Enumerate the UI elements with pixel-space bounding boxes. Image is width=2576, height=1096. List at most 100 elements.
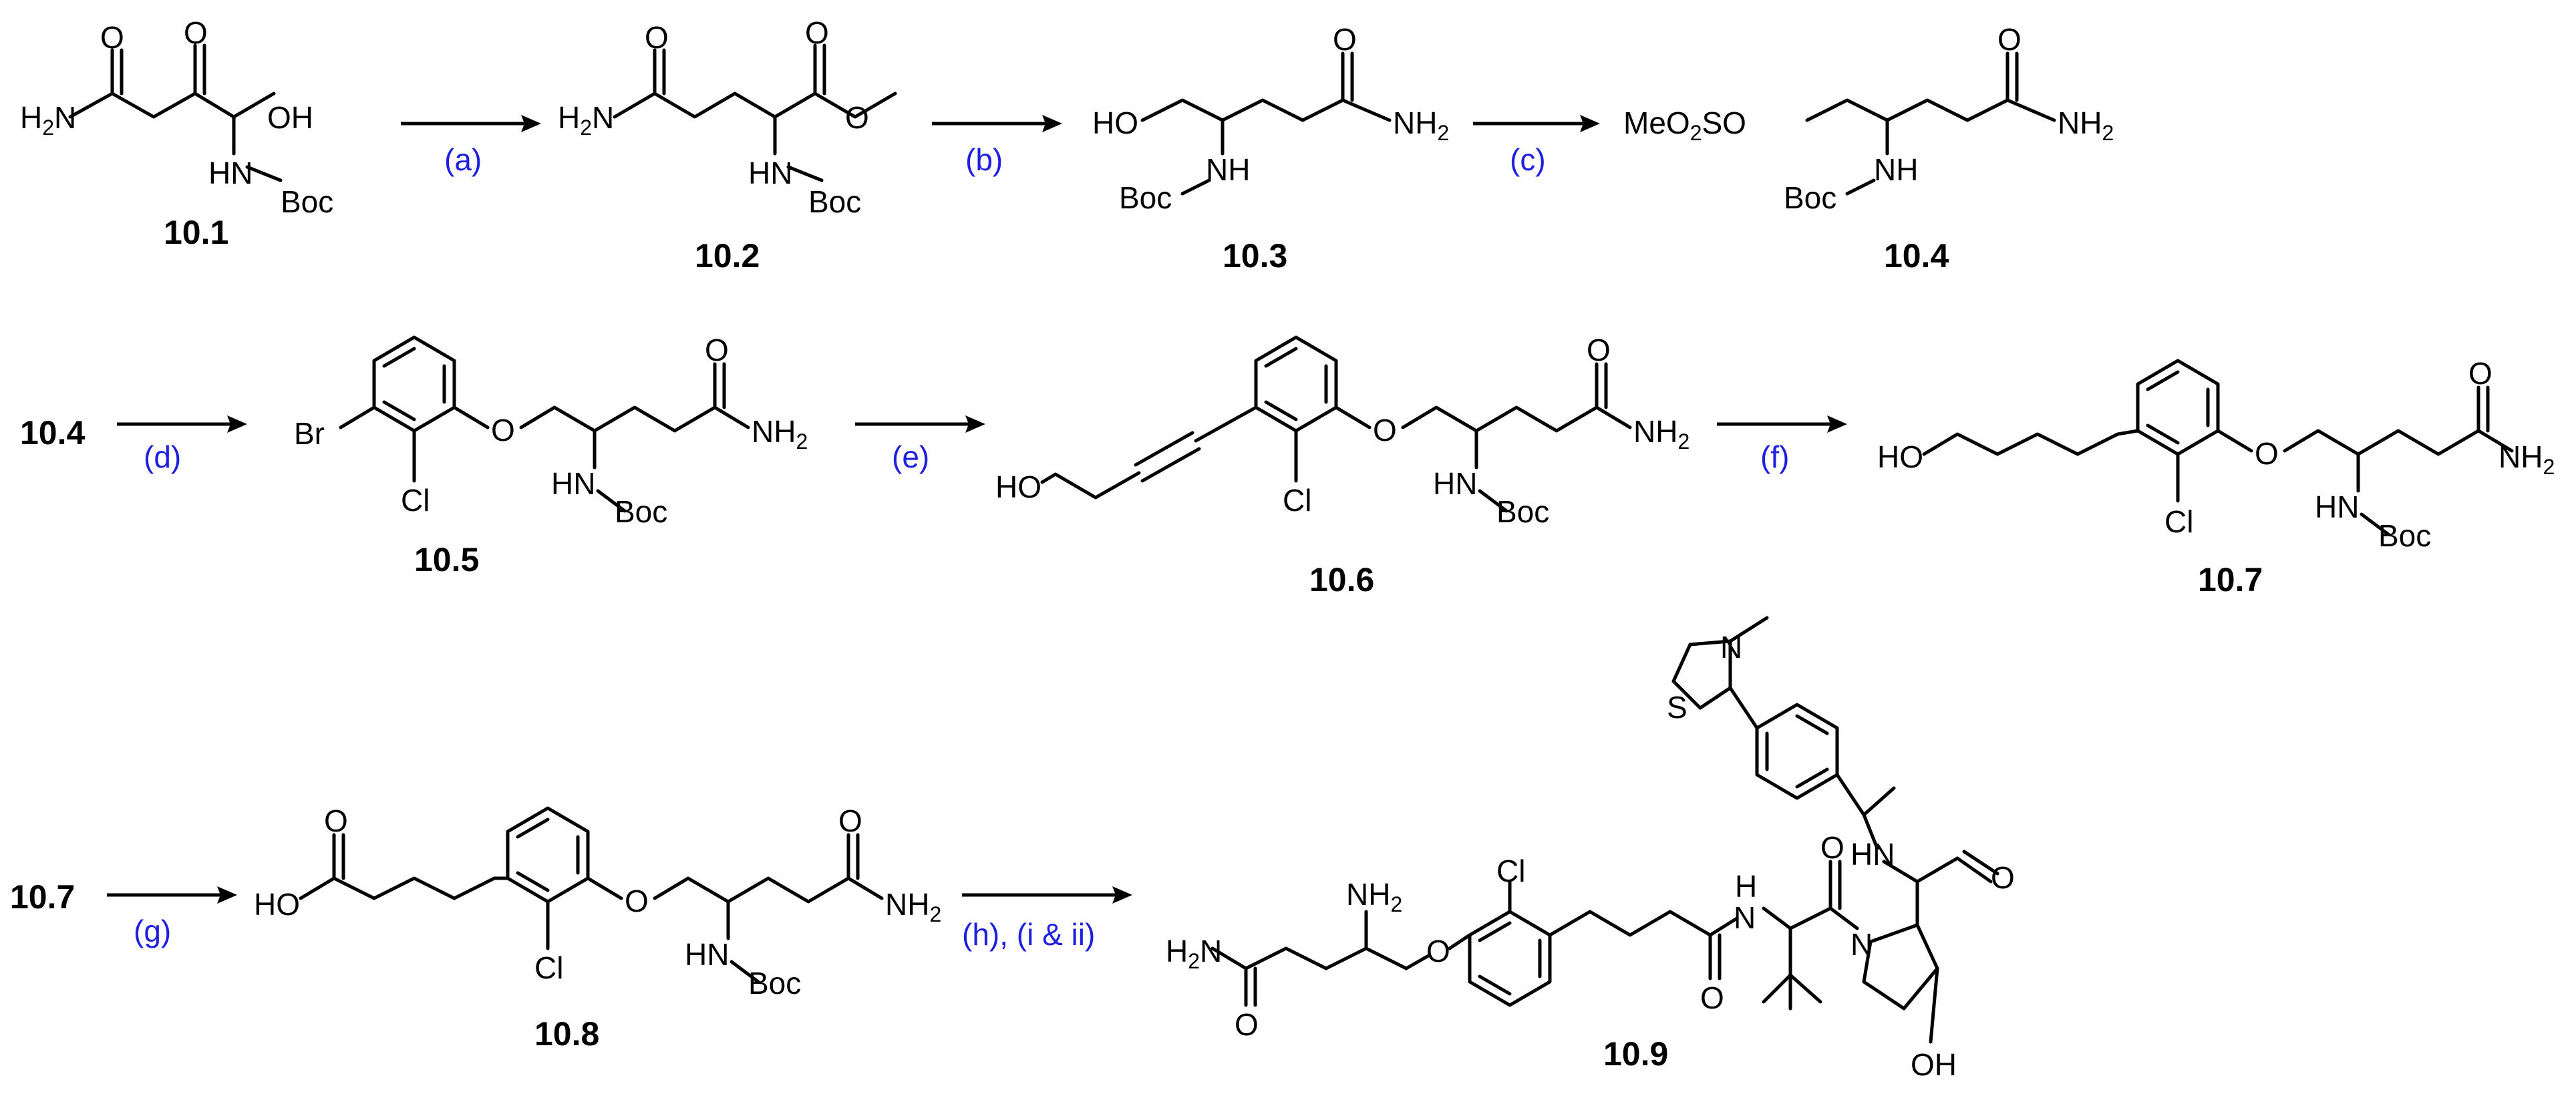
condition-c: (c) xyxy=(1510,142,1546,177)
svg-text:O: O xyxy=(2255,436,2279,471)
svg-text:NH2: NH2 xyxy=(1633,414,1689,453)
svg-text:Br: Br xyxy=(294,416,325,451)
svg-text:HN: HN xyxy=(1850,837,1895,872)
svg-text:NH2: NH2 xyxy=(2058,106,2114,145)
svg-text:NH: NH xyxy=(1874,152,1918,187)
arrowhead-e xyxy=(965,415,985,433)
compound-label-10-5: 10.5 xyxy=(414,541,479,578)
svg-text:N: N xyxy=(1720,630,1742,665)
svg-text:Cl: Cl xyxy=(401,483,430,518)
arrowhead-b xyxy=(1042,115,1062,132)
svg-text:O: O xyxy=(838,803,862,838)
svg-text:HN: HN xyxy=(1433,466,1477,501)
svg-text:Boc: Boc xyxy=(1119,180,1172,215)
structure-10-9: H2N O NH2 O Cl O N H O N O HN OH N S xyxy=(1166,616,2015,1082)
structure-10-2: H2N O O O HN Boc xyxy=(558,15,897,219)
structure-10-8: HO O Cl O O NH2 HN Boc xyxy=(254,803,941,1000)
svg-text:Boc: Boc xyxy=(1784,180,1836,215)
svg-text:O: O xyxy=(1997,22,2022,57)
condition-h: (h), (i & ii) xyxy=(962,917,1095,952)
svg-text:O: O xyxy=(1991,860,2015,895)
svg-text:NH: NH xyxy=(1206,152,1250,187)
svg-text:Boc: Boc xyxy=(808,184,861,219)
arrowhead-c xyxy=(1580,115,1600,132)
svg-text:MeO2SO: MeO2SO xyxy=(1623,106,1746,145)
svg-text:H: H xyxy=(1735,869,1757,904)
structure-10-3: HO O NH2 NH Boc xyxy=(1092,22,1449,215)
svg-text:Boc: Boc xyxy=(281,184,333,219)
svg-text:HO: HO xyxy=(254,887,300,922)
compound-label-10-2: 10.2 xyxy=(695,237,760,275)
structure-10-1: H2N O O OH HN Boc xyxy=(20,15,333,219)
svg-text:O: O xyxy=(491,413,515,447)
svg-text:Boc: Boc xyxy=(615,494,667,529)
arrowhead-h xyxy=(1112,886,1132,904)
svg-text:O: O xyxy=(324,803,348,838)
compound-label-10-4: 10.4 xyxy=(1884,237,1949,275)
structure-10-7: HO Cl O O NH2 HN Boc xyxy=(1877,356,2555,553)
svg-text:O: O xyxy=(845,100,869,135)
structure-10-6: HO Cl O O NH2 HN Boc xyxy=(995,333,1689,529)
compound-label-10-7: 10.7 xyxy=(2198,561,2263,598)
svg-text:O: O xyxy=(184,15,208,50)
arrowhead-g xyxy=(217,886,237,904)
svg-text:Cl: Cl xyxy=(1283,483,1311,518)
svg-text:HO: HO xyxy=(1877,439,1923,474)
svg-text:HN: HN xyxy=(208,156,253,190)
condition-a: (a) xyxy=(444,142,482,177)
condition-e: (e) xyxy=(892,439,929,474)
svg-text:OH: OH xyxy=(1911,1047,1957,1082)
condition-b: (b) xyxy=(965,142,1003,177)
arrowhead-a xyxy=(521,115,541,132)
condition-d: (d) xyxy=(144,439,181,474)
compound-label-10-3: 10.3 xyxy=(1223,237,1287,275)
condition-f: (f) xyxy=(1760,439,1789,474)
svg-text:NH2: NH2 xyxy=(1346,877,1402,916)
compound-label-10-6: 10.6 xyxy=(1309,561,1374,598)
arrowhead-d xyxy=(227,415,247,433)
svg-text:Cl: Cl xyxy=(1496,854,1525,888)
svg-text:H2N: H2N xyxy=(558,100,614,140)
svg-text:NH2: NH2 xyxy=(885,887,941,926)
svg-text:O: O xyxy=(1373,413,1397,447)
starting-material-10-4: 10.4 xyxy=(20,414,86,451)
structure-10-4: MeO2SO O NH2 NH Boc xyxy=(1623,22,2114,215)
svg-text:H2N: H2N xyxy=(20,100,76,140)
svg-text:Cl: Cl xyxy=(2164,504,2193,539)
svg-text:NH2: NH2 xyxy=(1393,106,1449,145)
svg-text:O: O xyxy=(1235,1007,1259,1042)
svg-text:O: O xyxy=(2468,356,2492,391)
compound-label-10-1: 10.1 xyxy=(164,214,228,251)
svg-text:O: O xyxy=(805,15,829,50)
svg-text:N: N xyxy=(1850,927,1873,962)
svg-text:NH2: NH2 xyxy=(2499,439,2555,479)
starting-material-10-7: 10.7 xyxy=(10,878,75,916)
svg-text:HN: HN xyxy=(685,937,729,972)
arrowhead-f xyxy=(1827,415,1847,433)
svg-text:Boc: Boc xyxy=(2378,518,2431,553)
svg-text:NH2: NH2 xyxy=(752,414,808,453)
compound-label-10-8: 10.8 xyxy=(534,1015,599,1053)
svg-text:Boc: Boc xyxy=(748,966,801,1000)
svg-text:O: O xyxy=(645,20,669,55)
svg-text:O: O xyxy=(100,20,124,55)
svg-text:HO: HO xyxy=(995,470,1041,504)
svg-text:Boc: Boc xyxy=(1496,494,1549,529)
svg-text:OH: OH xyxy=(267,100,313,135)
svg-text:HN: HN xyxy=(748,156,792,190)
svg-text:N: N xyxy=(1734,900,1756,935)
svg-text:O: O xyxy=(625,884,649,918)
structure-10-5: Br Cl O O NH2 HN Boc xyxy=(294,333,808,529)
svg-text:HN: HN xyxy=(551,466,595,501)
svg-text:H2N: H2N xyxy=(1166,934,1222,973)
svg-text:S: S xyxy=(1667,690,1687,725)
svg-text:O: O xyxy=(1700,980,1724,1015)
svg-text:O: O xyxy=(1587,333,1611,367)
svg-text:HN: HN xyxy=(2315,490,2359,524)
svg-text:O: O xyxy=(1426,934,1450,968)
svg-text:O: O xyxy=(1333,22,1357,57)
svg-text:O: O xyxy=(1820,830,1844,865)
compound-label-10-9: 10.9 xyxy=(1603,1035,1668,1073)
condition-g: (g) xyxy=(134,914,171,948)
